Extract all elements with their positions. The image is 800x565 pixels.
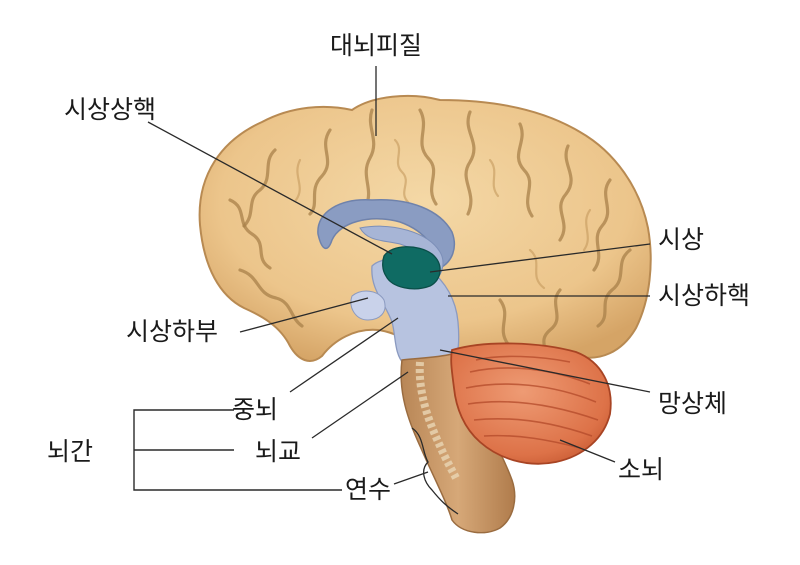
- bracket-lines: [133, 409, 342, 491]
- label-midbrain: 중뇌: [232, 395, 278, 424]
- gyrus-fold: [592, 178, 612, 272]
- cerebellum-folia: [469, 367, 591, 385]
- leader-cerebellum: [559, 439, 616, 463]
- cerebellum-folia: [473, 418, 593, 437]
- leader-lines: [147, 66, 651, 515]
- label-thalamus: 시상: [658, 225, 704, 254]
- gyrus-fold: [596, 248, 632, 328]
- thalamus-shape: [382, 246, 441, 290]
- leader-epithalamus: [147, 121, 393, 255]
- gyrus-fold: [582, 208, 592, 252]
- label-epithalamus: 시상상핵: [64, 95, 156, 124]
- cerebellum-folia: [465, 383, 597, 403]
- hypothalamus-shape: [350, 290, 386, 321]
- gyrus-fold: [294, 158, 302, 202]
- gyrus-fold: [418, 108, 438, 206]
- medulla-brace: [411, 427, 459, 515]
- gyrus-fold: [498, 298, 510, 346]
- cerebellum-folia: [483, 434, 581, 449]
- leader-midbrain: [289, 317, 399, 393]
- gyrus-fold: [558, 144, 573, 242]
- label-brainstem: 뇌간: [47, 437, 93, 466]
- gyrus-fold: [393, 138, 410, 204]
- label-pons: 뇌교: [255, 437, 301, 466]
- label-reticular-formation: 망상체: [658, 389, 727, 418]
- label-cerebral-cortex: 대뇌피질: [330, 31, 422, 60]
- gyrus-fold: [488, 158, 500, 198]
- label-cerebellum: 소뇌: [618, 455, 664, 484]
- leader-reticular: [439, 349, 651, 393]
- cerebellum-folia: [467, 400, 599, 421]
- leader-hypothalamus: [239, 297, 369, 333]
- cerebellum: [450, 342, 612, 465]
- gyrus-fold: [308, 128, 332, 216]
- leader-thalamus: [429, 243, 651, 273]
- label-subthalamic-nucleus: 시상하핵: [658, 281, 750, 310]
- brainstem-bracket: [133, 409, 342, 491]
- gyrus-fold: [464, 110, 476, 216]
- leader-pons: [311, 371, 409, 439]
- gyrus-fold: [242, 148, 277, 228]
- gyrus-fold: [516, 122, 534, 218]
- label-medulla: 연수: [345, 475, 391, 504]
- gyrus-fold: [364, 108, 376, 208]
- gyrus-fold: [228, 198, 272, 270]
- labels: 대뇌피질 시상상핵 시상 시상하핵 시상하부 중뇌 뇌교 연수 뇌간 망상체 소…: [47, 31, 750, 504]
- gyrus-fold: [528, 248, 546, 290]
- leader-medulla: [393, 471, 429, 485]
- reticular-column: [415, 361, 460, 480]
- label-hypothalamus: 시상하부: [126, 317, 218, 346]
